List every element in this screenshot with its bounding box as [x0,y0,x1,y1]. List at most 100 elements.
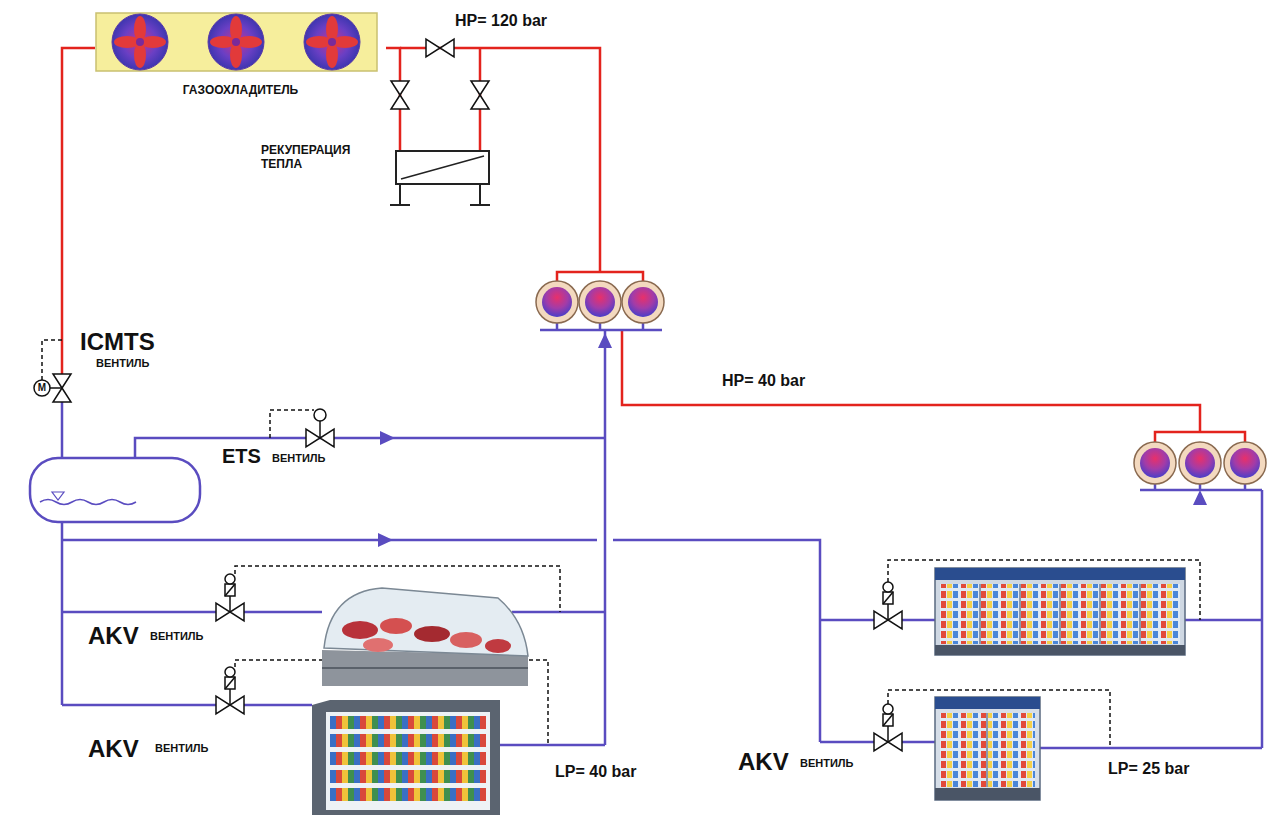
valve-caption: ВЕНТИЛЬ [96,357,149,370]
compressor [536,281,578,323]
valve-name: ETS [222,445,261,468]
liquid-receiver [52,492,64,500]
valve-caption: ВЕНТИЛЬ [150,630,203,643]
low-pressure-pipe [62,704,312,707]
low-pressure-pipe [1155,484,1245,490]
multideck-case [330,716,486,729]
gas-cooler: ГАЗООХЛАДИТЕЛЬ [95,12,386,72]
low-pressure-pipe [604,330,607,745]
multideck-case [326,712,490,810]
low-pressure-pipe [62,611,322,614]
valve-actuator [229,596,231,612]
low-pressure-pipe [61,402,64,705]
high-pressure-pipe [62,48,1245,442]
valve-symbol [53,39,902,751]
fan-illustration [136,38,144,46]
valve-actuator [34,380,50,396]
valve-symbol [888,733,902,751]
meat-display-case [380,618,412,634]
compressor [622,281,664,323]
valve-actuator [883,592,893,604]
freezer-case [935,568,1185,580]
compressor [536,281,1266,484]
low-pressure-pipe [557,323,643,330]
valve-actuator [883,714,893,726]
freezer-case [935,697,1040,709]
freezer-case [1059,584,1061,644]
meat-display-case [342,621,378,639]
component-label: ГАЗООХЛАДИТЕЛЬ [95,84,386,98]
low-pressure-pipe [1185,619,1262,622]
high-pressure-pipe [1155,432,1245,442]
valve-actuator [225,584,235,596]
valve-actuator [319,421,321,438]
valve-caption: ВЕНТИЛЬ [155,742,208,755]
low-pressure-pipe [62,539,597,542]
valve-actuator [883,704,893,714]
valve-actuator [50,387,62,389]
flow-arrow [1193,490,1207,505]
meat-display-case [414,626,450,642]
flow-arrow [378,333,1207,547]
pressure-label: HP= 120 bar [455,12,547,30]
compressor [1230,448,1260,478]
low-pressure-pipe [613,540,820,742]
freezer-case [979,584,981,644]
freezer-case [935,697,1040,800]
valve-actuator [883,714,893,726]
exchanger-support [470,185,490,205]
meat-display-case [324,588,528,656]
valve-symbol [53,388,71,402]
valve-actuator [225,667,235,677]
valve-caption: ВЕНТИЛЬ [272,452,325,465]
motor-symbol-letter: M [35,381,49,395]
meat-display-case [485,639,511,653]
compressor [1185,448,1215,478]
multideck-case [312,700,500,815]
valve-name: AKV [738,748,789,776]
heat-recovery-exchanger: РЕКУПЕРАЦИЯ ТЕПЛА [395,150,490,185]
multideck-case [330,734,486,747]
exchanger-support [390,185,490,205]
liquid-receiver [40,500,136,505]
valve-actuator [34,380,893,742]
pressure-label: HP= 40 bar [722,372,805,390]
component-label: РЕКУПЕРАЦИЯ ТЕПЛА [261,144,373,172]
valve-symbol [426,39,440,57]
valve-actuator [225,584,235,596]
valve-caption: ВЕНТИЛЬ [800,757,853,770]
freezer-case [986,713,988,787]
freezer-case [940,713,1035,787]
valve-name: ICMTS [80,328,155,356]
freezer-case [940,584,1180,644]
valve-symbol [230,603,244,621]
high-pressure-pipe [622,330,1200,432]
valve-symbol [216,696,230,714]
freezer-case [1019,584,1021,644]
valve-actuator [883,592,893,604]
compressor [1179,442,1221,484]
low-pressure-pipe [135,438,605,458]
exchanger-symbol [401,156,484,179]
meat-display-case [322,667,528,669]
valve-symbol [230,696,244,714]
valve-symbol [306,429,320,447]
control-line [42,340,1200,748]
fan-illustration [96,13,377,71]
valve-actuator [225,574,235,584]
compressor [542,287,572,317]
valve-symbol [471,81,489,95]
multideck-case [330,752,486,765]
low-pressure-pipe [500,744,605,747]
valve-symbol [216,603,230,621]
valve-symbol [888,611,902,629]
freezer-case [980,584,1140,644]
multideck-case [312,700,500,815]
compressor [585,287,615,317]
freezer-case [1139,584,1141,644]
valve-name: AKV [88,735,139,763]
freezer-case [1099,584,1101,644]
